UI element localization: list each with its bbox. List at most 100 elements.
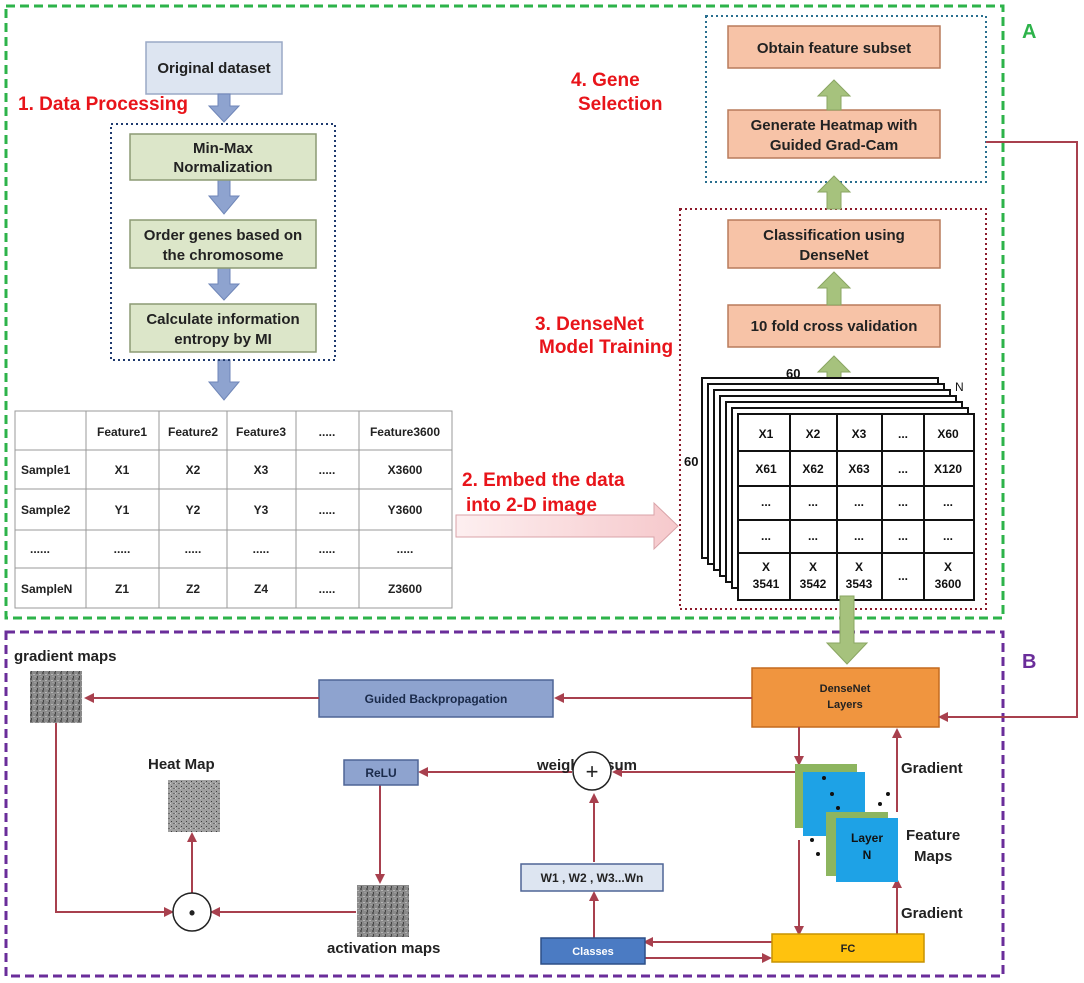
classification-line2: DenseNet — [799, 247, 868, 264]
fc-label: FC — [841, 943, 856, 955]
classification-box — [727, 219, 941, 269]
panel-a-label: A — [1022, 21, 1036, 43]
grid-cell: X — [855, 560, 863, 574]
grid-cell: X — [944, 560, 952, 574]
grid-cell: X2 — [806, 427, 821, 441]
stage-training-line1: 3. DenseNet — [535, 314, 644, 335]
product-symbol: • — [189, 903, 195, 923]
panel-b-border — [4, 630, 1005, 978]
order-genes-line2: the chromosome — [163, 247, 284, 264]
elementwise-product-node — [172, 892, 212, 932]
table-cell: Y2 — [186, 503, 201, 517]
table-header: Feature3600 — [370, 425, 440, 439]
table-header: Feature3 — [236, 425, 286, 439]
weights-box — [520, 863, 664, 892]
grid-cell: 3541 — [753, 577, 780, 591]
table-cell: X3 — [254, 463, 269, 477]
densenet-layers-line1: DenseNet — [820, 683, 871, 695]
heat-map-label: Heat Map — [148, 756, 215, 773]
table-cell: Z1 — [115, 582, 129, 596]
table-cell: ..... — [319, 542, 336, 556]
heatmap-feedback-line — [938, 141, 1078, 722]
grid-cell: ... — [898, 495, 908, 509]
heatmap-line1: Generate Heatmap with — [751, 117, 918, 134]
table-header: Feature1 — [97, 425, 147, 439]
panel-a-border — [4, 4, 1005, 620]
table-cell: Y3 — [254, 503, 269, 517]
heatmap-line2: Guided Grad-Cam — [770, 137, 898, 154]
entropy-box — [129, 303, 317, 353]
activation-maps-label: activation maps — [327, 940, 440, 957]
original-dataset-label: Original dataset — [157, 60, 270, 77]
table-cell: X3600 — [388, 463, 423, 477]
grid-cell: X61 — [755, 462, 777, 476]
grid-cell: ... — [898, 462, 908, 476]
table-cell: Z2 — [186, 582, 200, 596]
heatmap-box — [727, 109, 941, 159]
blue-down-arrows — [207, 93, 241, 401]
feature-table: Feature1 Feature2 Feature3 ..... Feature… — [14, 410, 453, 609]
classes-box — [540, 937, 646, 965]
densenet-layers-box — [751, 667, 940, 728]
stage-gene-line1: 4. Gene — [571, 70, 640, 91]
grid-cell: ... — [898, 427, 908, 441]
table-cell: ..... — [319, 463, 336, 477]
feature-subset-label: Obtain feature subset — [757, 40, 911, 57]
grid-cell: X62 — [802, 462, 824, 476]
grid-cell: X1 — [759, 427, 774, 441]
table-cell: Sample1 — [21, 463, 71, 477]
gradient-top-label: Gradient — [901, 760, 963, 777]
minmax-box — [129, 133, 317, 181]
feature-maps-line1: Feature — [906, 827, 960, 844]
grid-cell: X — [809, 560, 817, 574]
table-cell: X2 — [186, 463, 201, 477]
crossval-label: 10 fold cross validation — [751, 318, 918, 335]
flow-arrows — [55, 693, 902, 963]
gene-selection-dotted-box — [705, 15, 987, 183]
table-cell: ..... — [319, 582, 336, 596]
grid-cell: 3543 — [846, 577, 873, 591]
stage-embed-line1: 2. Embed the data — [462, 470, 625, 491]
entropy-line1: Calculate information — [146, 311, 299, 328]
fc-box — [771, 933, 925, 963]
stage-data-processing: 1. Data Processing — [18, 94, 188, 115]
minmax-line2: Normalization — [173, 159, 272, 176]
table-cell: Y1 — [115, 503, 130, 517]
crossval-box — [727, 304, 941, 348]
order-genes-box — [129, 219, 317, 269]
stage-training-line2: Model Training — [539, 337, 673, 358]
grid-cell: X — [762, 560, 770, 574]
densenet-layers-line2: Layers — [827, 699, 862, 711]
grid-cell: 3600 — [935, 577, 962, 591]
layer-n-line2: N — [863, 848, 872, 862]
order-genes-line1: Order genes based on — [144, 227, 302, 244]
relu-box — [343, 759, 419, 786]
grid-cell: ... — [761, 495, 771, 509]
grid-cell: ... — [854, 495, 864, 509]
green-down-arrow — [825, 595, 869, 665]
grid-cell: ... — [854, 529, 864, 543]
grid-cell: ... — [943, 495, 953, 509]
entropy-line2: entropy by MI — [174, 331, 272, 348]
table-header: Feature2 — [168, 425, 218, 439]
grid-cell: ... — [808, 495, 818, 509]
stage-embed-line2: into 2-D image — [466, 495, 597, 516]
processing-dotted-box — [110, 123, 336, 361]
grid-cell: ... — [898, 529, 908, 543]
grid-cell: X63 — [848, 462, 870, 476]
relu-label: ReLU — [365, 766, 396, 780]
table-cell: ..... — [114, 542, 131, 556]
table-cell: Y3600 — [388, 503, 423, 517]
table-cell: ..... — [253, 542, 270, 556]
image-grid: X1 X2 X3 ... X60 X61 X62 X63 ... X120 ..… — [738, 414, 974, 600]
training-dotted-box — [679, 208, 987, 610]
table-cell: Z4 — [254, 582, 268, 596]
table-cell: ..... — [185, 542, 202, 556]
grid-depth-label: N — [955, 380, 964, 394]
minmax-line1: Min-Max — [193, 140, 254, 157]
guided-backprop-label: Guided Backpropagation — [365, 692, 508, 706]
weights-label: W1 , W2 , W3...Wn — [541, 871, 644, 885]
classes-label: Classes — [572, 946, 614, 958]
feature-maps-stack — [795, 764, 898, 882]
